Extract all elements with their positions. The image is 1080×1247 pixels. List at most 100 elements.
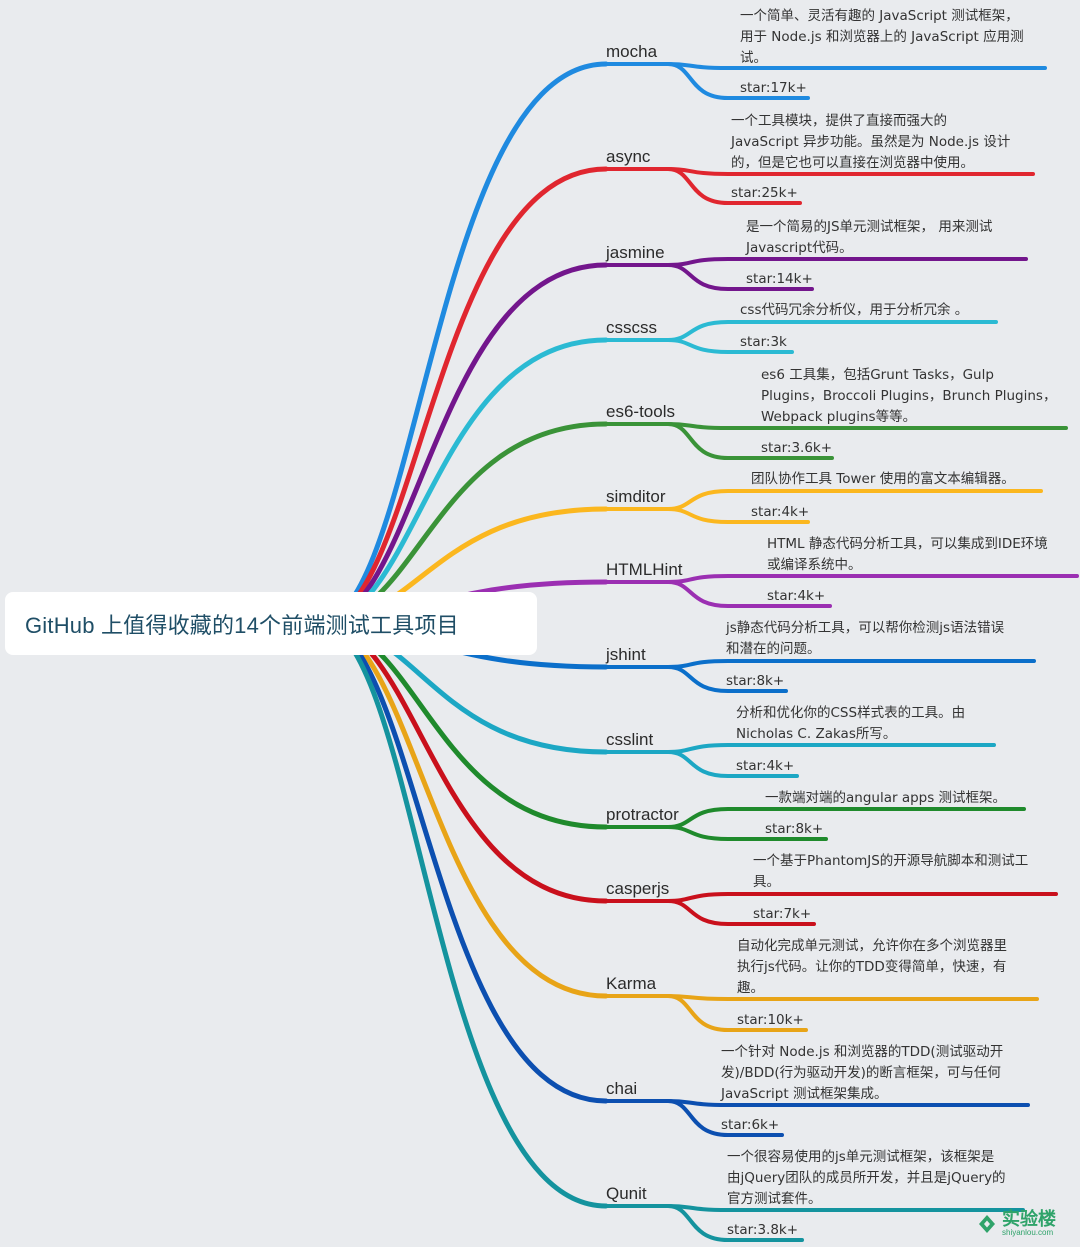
node-name-casperjs[interactable]: casperjs [606,879,670,898]
description-line: Javascript代码。 [746,240,853,256]
desc-line [666,320,998,342]
description-line: 是一个简易的JS单元测试框架， 用来测试 [746,219,993,235]
description-line: 一个针对 Node.js 和浏览器的TDD(测试驱动开 [721,1044,1004,1060]
node-name-karma[interactable]: Karma [606,974,657,993]
description-line: 试。 [740,50,767,66]
branch-curve [315,620,609,1104]
star-count: star:14k+ [746,271,813,287]
star-count: star:6k+ [721,1117,780,1133]
node-name-jshint[interactable]: jshint [606,645,646,664]
desc-line [666,574,1079,584]
star-line [666,263,814,291]
node-name-chai[interactable]: chai [606,1079,638,1098]
star-count: star:4k+ [736,758,795,774]
description-line: 团队协作工具 Tower 使用的富文本编辑器。 [751,471,1015,487]
node-description: 是一个简易的JS单元测试框架， 用来测试 Javascript代码。 [746,217,992,259]
node-name-csslint[interactable]: csslint [606,730,654,749]
root-node[interactable]: GitHub 上值得收藏的14个前端测试工具项目 [5,592,537,655]
branch-curve [315,620,609,1209]
star-count: star:3.6k+ [761,440,833,456]
star-line [666,994,808,1032]
node-description: 一个工具模块，提供了直接而强大的 JavaScript 异步功能。虽然是为 Nod… [731,111,1010,174]
node-description: 一个基于PhantomJS的开源导航脚本和测试工具。 [753,851,1028,893]
desc-line [666,489,1043,511]
desc-line [666,257,1028,267]
node-name-mocha[interactable]: mocha [606,42,658,61]
description-line: 一个很容易使用的js单元测试框架，该框架是 [727,1149,995,1165]
star-count: star:8k+ [765,821,824,837]
node-description: 自动化完成单元测试，允许你在多个浏览器里执行js代码。让你的TDD变得简单，快速… [737,936,1007,999]
star-line [666,750,799,778]
star-count: star:4k+ [767,588,826,604]
star-count: star:3k [740,334,787,350]
description-line: 自动化完成单元测试，允许你在多个浏览器里 [737,938,1007,954]
node-description: HTML 静态代码分析工具，可以集成到IDE环境或编译系统中。 [767,534,1048,576]
star-line [666,422,834,460]
desc-line [666,892,1058,903]
star-count: star:17k+ [740,80,807,96]
node-description: 一个针对 Node.js 和浏览器的TDD(测试驱动开发)/BDD(行为驱动开发… [721,1042,1003,1105]
logo-en-text: shiyanlou.com [1002,1228,1054,1237]
branch-qunit [315,620,1025,1242]
star-line [666,1099,784,1137]
star-count: star:8k+ [726,673,785,689]
star-count: star:7k+ [753,906,812,922]
node-description: css代码冗余分析仪，用于分析冗余 。 [740,300,968,321]
star-line [666,507,810,524]
star-count: star:25k+ [731,185,798,201]
star-count: star:3.8k+ [727,1222,799,1238]
description-line: 和潜在的问题。 [726,641,821,657]
star-line [666,167,802,205]
branch-curve [315,61,609,626]
node-description: 分析和优化你的CSS样式表的工具。由 Nicholas C. Zakas所写。 [736,703,965,745]
description-line: 的，但是它也可以直接在浏览器中使用。 [731,155,974,171]
description-line: JavaScript 测试框架集成。 [721,1086,888,1102]
description-line: 趣。 [737,980,764,996]
branch-curve [315,166,609,626]
star-line [666,825,828,841]
node-name-async[interactable]: async [606,147,651,166]
node-name-protractor[interactable]: protractor [606,805,679,824]
description-line: 发)/BDD(行为驱动开发)的断言框架，可与任何 [721,1065,1001,1081]
description-line: 由jQuery团队的成员所开发，并且是jQuery的 [727,1170,1006,1186]
desc-line [666,807,1026,829]
star-line [666,899,816,926]
description-line: Plugins，Broccoli Plugins，Brunch Plugins， [761,388,1057,404]
star-line [666,1204,804,1242]
node-description: js静态代码分析工具，可以帮你检测js语法错误和潜在的问题。 [726,618,1004,660]
description-line: 一个简单、灵活有趣的 JavaScript 测试框架， [740,8,1019,24]
description-line: JavaScript 异步功能。虽然是为 Node.js 设计 [731,134,1011,150]
description-line: 一个基于PhantomJS的开源导航脚本和测试工 [753,853,1029,869]
branch-mocha [315,61,1047,626]
shiyanlou-logo: 实验楼 shiyanlou.com [976,1211,1056,1237]
root-title: GitHub 上值得收藏的14个前端测试工具项目 [25,612,459,638]
node-name-simditor[interactable]: simditor [606,487,666,506]
description-line: Nicholas C. Zakas所写。 [736,726,897,742]
node-name-jasmine[interactable]: jasmine [606,243,665,262]
description-line: js静态代码分析工具，可以帮你检测js语法错误 [726,620,1005,636]
description-line: es6 工具集，包括Grunt Tasks，Gulp [761,367,994,383]
node-description: 一款端对端的angular apps 测试框架。 [765,788,1006,809]
description-line: 分析和优化你的CSS样式表的工具。由 [736,705,966,721]
description-line: css代码冗余分析仪，用于分析冗余 。 [740,302,969,318]
node-name-qunit[interactable]: Qunit [606,1184,647,1203]
description-line: 官方测试套件。 [727,1191,822,1207]
star-line [666,62,810,100]
star-line [666,338,794,354]
node-description: 一个简单、灵活有趣的 JavaScript 测试框架， 用于 Node.js 和浏… [740,6,1024,69]
description-line: 执行js代码。让你的TDD变得简单，快速，有 [737,959,1007,975]
description-line: Webpack plugins等等。 [761,409,917,425]
description-line: 或编译系统中。 [767,557,862,573]
shiyanlou-logo-icon [979,1215,995,1233]
description-line: 一个工具模块，提供了直接而强大的 [731,113,947,129]
node-name-es6-tools[interactable]: es6-tools [606,402,675,421]
star-count: star:4k+ [751,504,810,520]
node-name-htmlhint[interactable]: HTMLHint [606,560,683,579]
star-line [666,665,788,693]
description-line: 用于 Node.js 和浏览器上的 JavaScript 应用测 [740,29,1024,45]
star-count: star:10k+ [737,1012,804,1028]
node-description: 团队协作工具 Tower 使用的富文本编辑器。 [751,469,1015,490]
node-name-csscss[interactable]: csscss [606,318,657,337]
desc-line [666,743,996,754]
